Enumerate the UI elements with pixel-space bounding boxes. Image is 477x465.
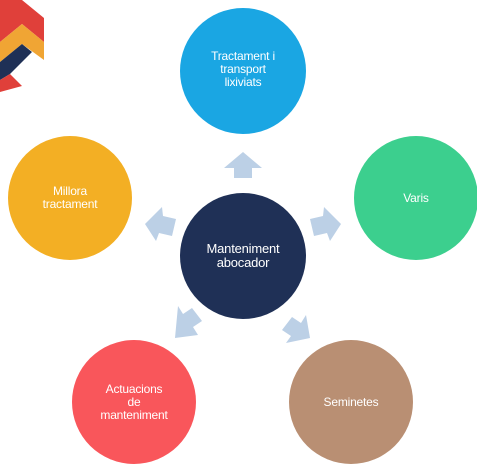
logo-mark (0, 0, 44, 92)
node-varis: Varis (354, 136, 477, 260)
arrow-up (224, 152, 262, 178)
node-seminetes-label: Seminetes (323, 394, 379, 409)
node-actuacions-manteniment-label: Actuacions de manteniment (100, 381, 168, 422)
node-tractament-lixiviats: Tractament i transport lixiviats (180, 8, 306, 134)
node-millora-tractament-label: Millora tractament (42, 184, 98, 211)
logo-stripe-navy (0, 44, 32, 80)
node-varis-label: Varis (403, 190, 429, 205)
node-tractament-lixiviats-label: Tractament i transport lixiviats (211, 48, 275, 89)
arrow-left (145, 207, 176, 241)
node-manteniment-abocador: Manteniment abocador (180, 193, 306, 319)
arrow-bottom-left (175, 306, 202, 338)
arrow-bottom-right (282, 315, 310, 343)
logo-stripe-red-2 (0, 74, 22, 92)
logo-stripe-orange (0, 24, 44, 62)
node-actuacions-manteniment: Actuacions de manteniment (72, 340, 196, 464)
node-millora-tractament: Millora tractament (8, 136, 132, 260)
arrow-right (310, 207, 341, 241)
node-manteniment-abocador-label: Manteniment abocador (206, 241, 280, 270)
logo-stripe-red (0, 0, 44, 42)
node-seminetes: Seminetes (289, 340, 413, 464)
